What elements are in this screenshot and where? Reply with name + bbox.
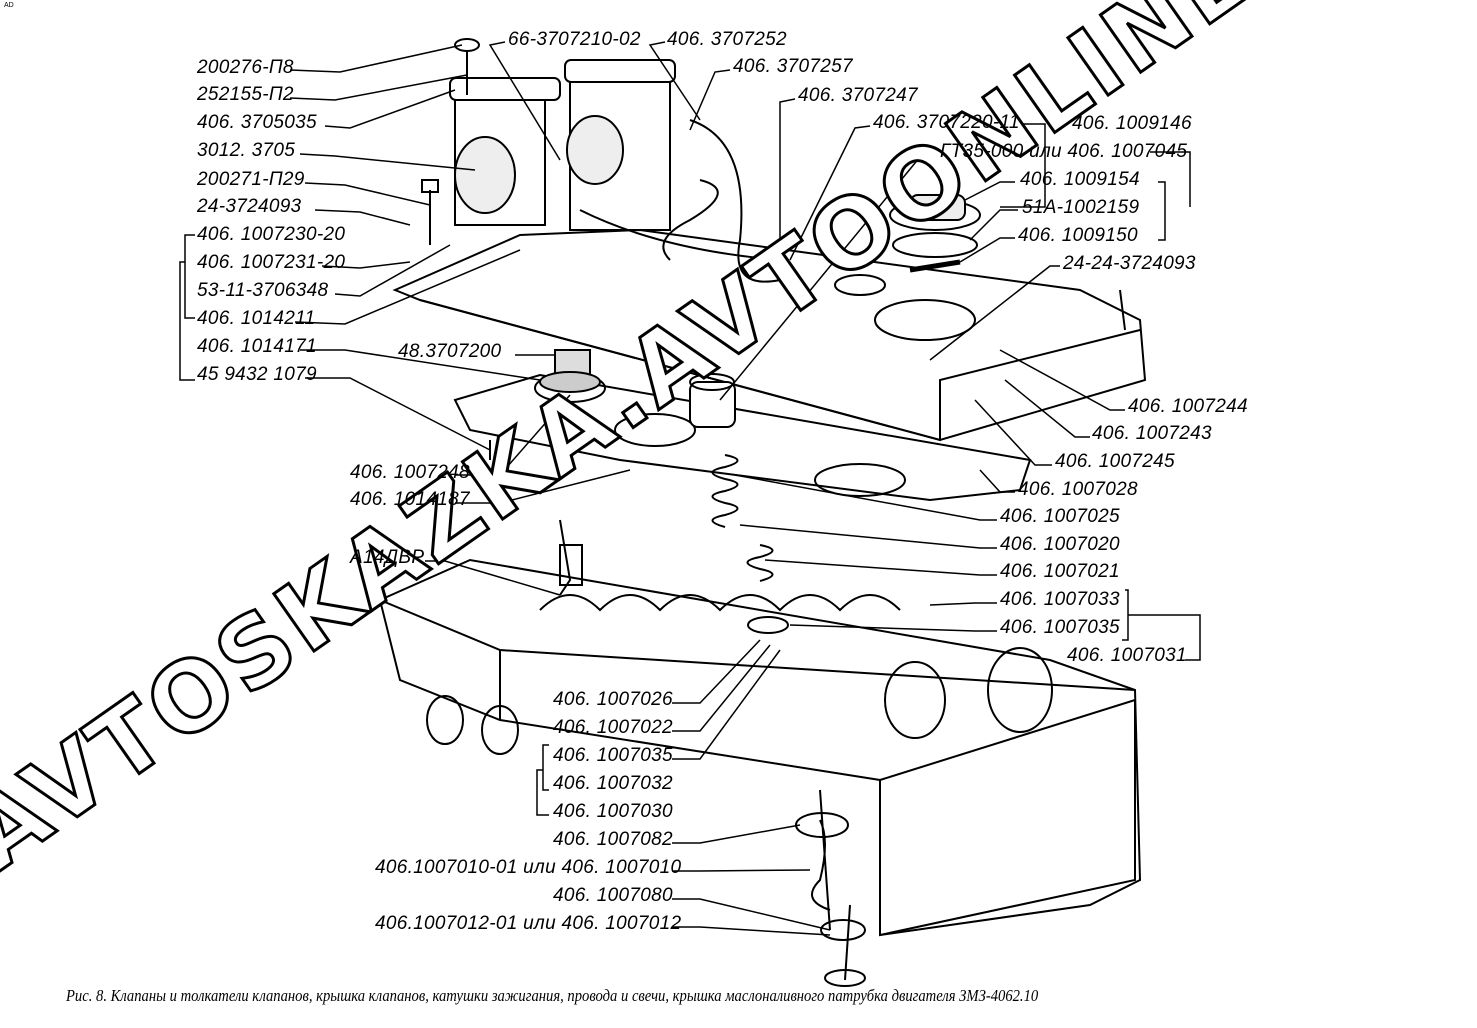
part-label: 48.3707200 [398,341,502,362]
part-label: 24-24-3724093 [1063,253,1196,274]
part-label: 200276-П8 [197,57,294,78]
part-label: 406. 1007030 [553,801,673,822]
part-label: 406. 1014171 [197,336,317,357]
part-label: 406. 3707252 [667,29,787,50]
part-label: 53-11-3706348 [197,280,329,301]
part-label: 406. 1007022 [553,717,673,738]
part-label: 406. 3705035 [197,112,317,133]
part-label: 406. 1007248 [350,462,470,483]
part-label: 406. 1007021 [1000,561,1120,582]
part-label: 406. 1007028 [1018,479,1138,500]
part-label: 66-3707210-02 [508,29,641,50]
part-label: 406. 1007245 [1055,451,1175,472]
part-label: 406. 1014211 [197,308,316,329]
part-label: 406. 1007243 [1092,423,1212,444]
part-label: ГТ35-000 или 406. 1007045 [940,141,1188,162]
part-label: 406. 1007082 [553,829,673,850]
part-label: 51А-1002159 [1022,197,1140,218]
part-label: 406.1007010-01 или 406. 1007010 [375,857,682,878]
part-label: 406. 1007244 [1128,396,1248,417]
part-label: 406. 3707257 [733,56,853,77]
part-label: 406. 1009146 [1072,113,1192,134]
valve-parts [489,349,866,987]
part-label: 24-3724093 [197,196,302,217]
ignition-coils [421,38,781,283]
part-label: 406. 1007026 [553,689,673,710]
part-label: 406. 3707220-11 [873,112,1020,133]
part-label: 406. 1007080 [553,885,673,906]
part-label: А14ДВР [350,547,425,568]
part-label: 3012. 3705 [197,140,296,161]
part-label: 406. 1009150 [1018,225,1138,246]
part-label: 406. 1007032 [553,773,673,794]
oil-filler-cap [889,194,981,273]
part-label: 406. 1007031 [1067,645,1187,666]
part-label: 45 9432 1079 [197,364,317,385]
part-label: 406. 1007033 [1000,589,1120,610]
part-label: 406. 1007231-20 [197,252,346,273]
leader-lines [179,41,1201,936]
part-label: 406.1007012-01 или 406. 1007012 [375,913,682,934]
valve-cover [392,228,1147,442]
part-label: 200271-П29 [197,169,305,190]
part-label: 406. 1007025 [1000,506,1120,527]
cylinder-head [378,558,1142,937]
figure-caption: Рис. 8. Клапаны и толкатели клапанов, кр… [66,986,1039,1005]
part-label: 406. 1009154 [1020,169,1140,190]
corner-mark: AD [4,2,14,9]
part-label: 252155-П2 [197,84,294,105]
part-label: 406. 1014187 [350,489,470,510]
part-label: 406. 1007020 [1000,534,1120,555]
cover-gasket [453,373,1032,502]
part-label: 406. 3707247 [798,85,918,106]
part-label: 406. 1007035 [1000,617,1120,638]
part-label: 406. 1007035 [553,745,673,766]
part-label: 406. 1007230-20 [197,224,346,245]
